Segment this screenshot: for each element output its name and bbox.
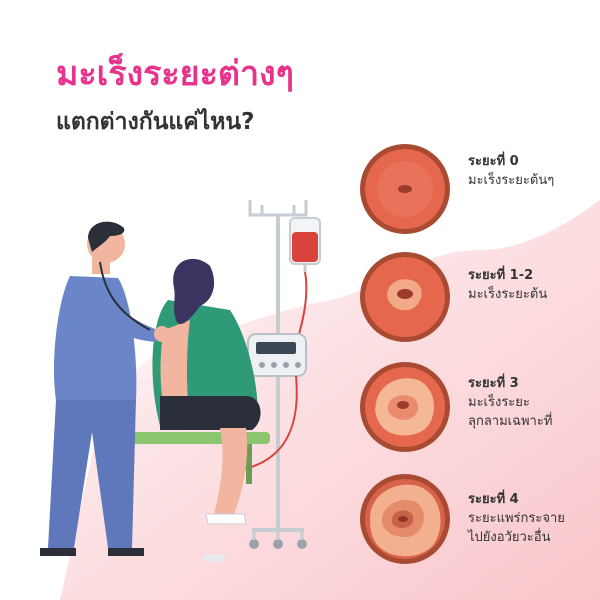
stage-desc: มะเร็งระยะ	[468, 395, 530, 410]
stage-1-2-text: ระยะที่ 1-2 มะเร็งระยะต้น	[468, 266, 596, 304]
stage-desc: ระยะแพร่กระจาย	[468, 511, 565, 526]
doctor	[40, 221, 170, 556]
stage-label: ระยะที่ 3	[468, 376, 519, 391]
stage-desc: มะเร็งระยะต้น	[468, 287, 548, 302]
stage-3-text: ระยะที่ 3 มะเร็งระยะ ลุกลามเฉพาะที่	[468, 374, 596, 431]
page-subtitle: แตกต่างกันแค่ไหน?	[56, 109, 255, 135]
iv-bag	[289, 217, 321, 346]
page-title: มะเร็งระยะต่างๆ	[56, 54, 294, 94]
stage-desc: ลุกลามเฉพาะที่	[468, 414, 553, 429]
stage-label: ระยะที่ 1-2	[468, 268, 534, 283]
stage-3-icon	[360, 362, 450, 452]
stage-1-2-icon	[360, 252, 450, 342]
stage-0-icon	[360, 144, 450, 234]
stage-0-text: ระยะที่ 0 มะเร็งระยะต้นๆ	[468, 152, 596, 190]
stage-4-text: ระยะที่ 4 ระยะแพร่กระจาย ไปยังอวัยวะอื่น	[468, 490, 596, 547]
stage-desc: มะเร็งระยะต้นๆ	[468, 173, 555, 188]
stage-4-icon	[360, 474, 450, 564]
stage-label: ระยะที่ 0	[468, 154, 519, 169]
patient	[152, 258, 261, 525]
stage-label: ระยะที่ 4	[468, 492, 519, 507]
stage-desc: ไปยังอวัยวะอื่น	[468, 530, 551, 545]
